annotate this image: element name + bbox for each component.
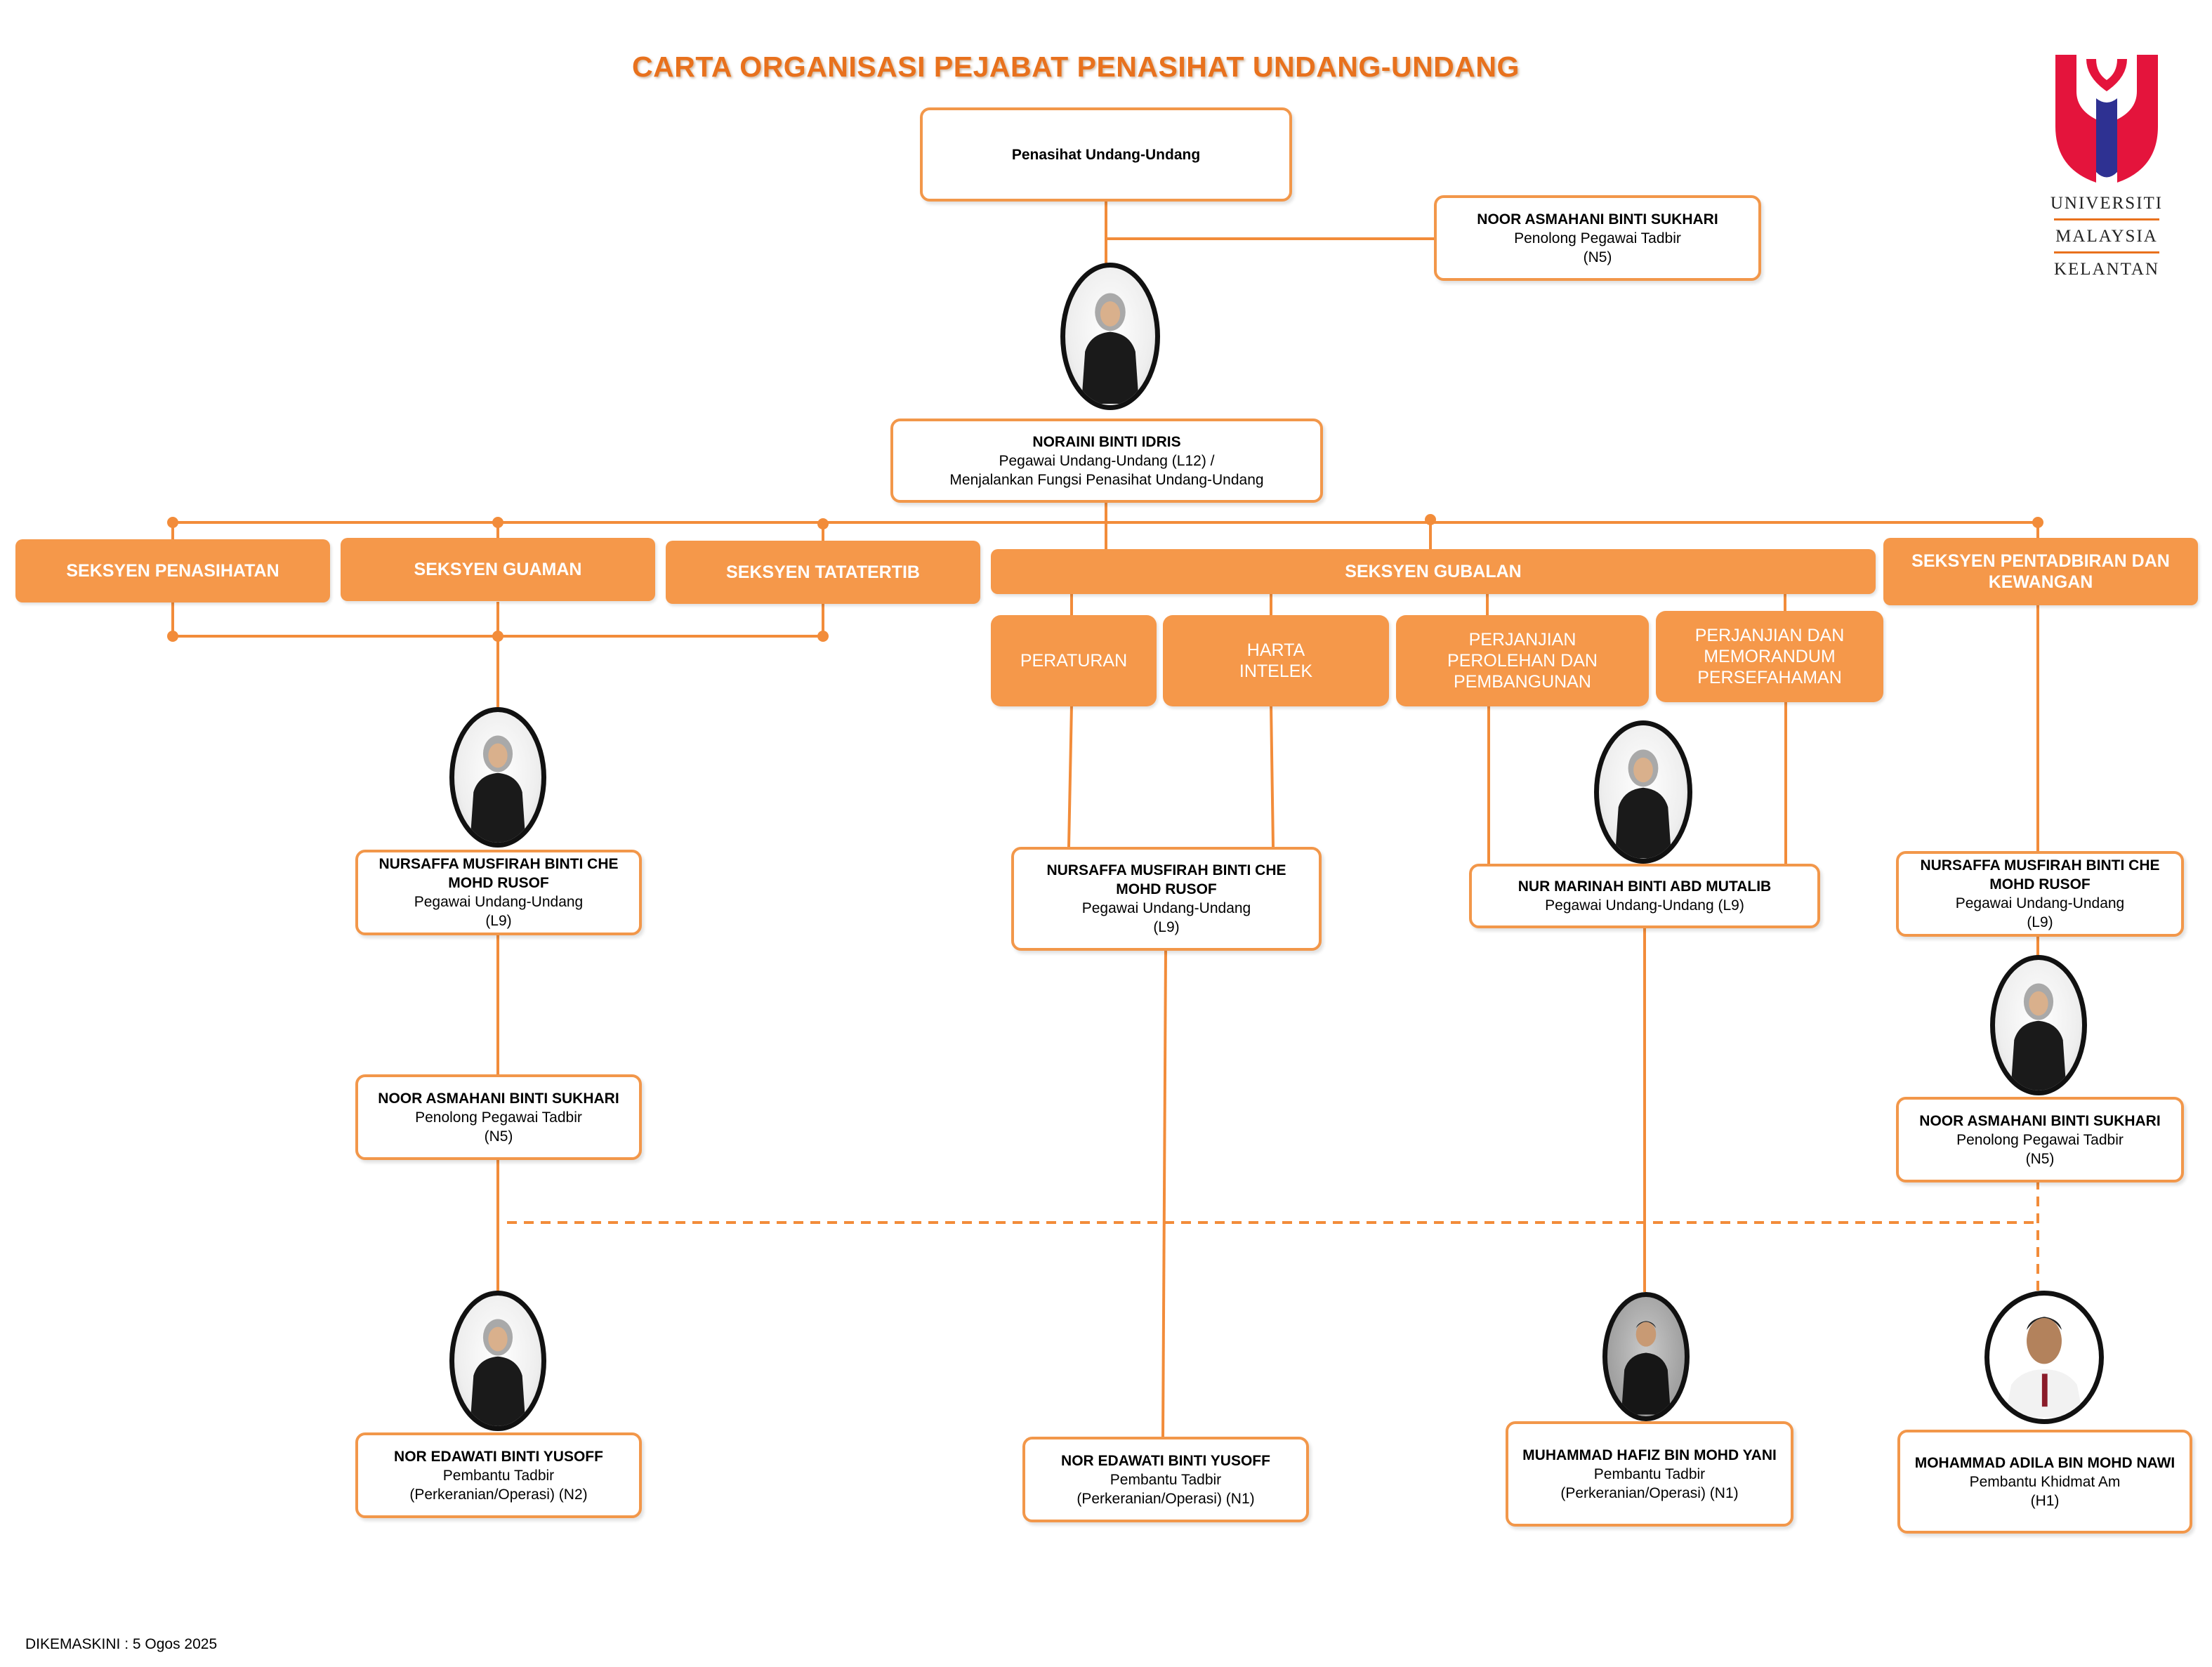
unit-perjanjian-memorandum[interactable]: PERJANJIAN DAN MEMORANDUM PERSEFAHAMAN [1656,611,1883,702]
staff-name: NURSAFFA MUSFIRAH BINTI CHE MOHD RUSOF [1046,862,1286,897]
staff-position: Penolong Pegawai Tadbir [415,1109,582,1126]
staff-grade: (L9) [485,913,512,929]
male-portrait-icon [2004,1317,2084,1418]
unit-perjanjian-perolehan[interactable]: PERJANJIAN PEROLEHAN DAN PEMBANGUNAN [1396,615,1649,706]
staff-grade: (Perkeranian/Operasi) (N1) [1560,1484,1739,1501]
staff-grade: (N5) [1583,249,1612,265]
photo-left-officer [449,707,546,848]
unit-harta-intelek[interactable]: HARTA INTELEK [1163,615,1389,706]
node-right-officer[interactable]: NURSAFFA MUSFIRAH BINTI CHE MOHD RUSOF P… [1896,851,2184,937]
staff-position: Pembantu Tadbir [442,1467,555,1484]
node-adila[interactable]: MOHAMMAD ADILA BIN MOHD NAWI Pembantu Kh… [1897,1430,2192,1534]
node-mid-clerk[interactable]: NOR EDAWATI BINTI YUSOFF Pembantu Tadbir… [1022,1437,1309,1522]
section-pentadbiran-kewangan[interactable]: SEKSYEN PENTADBIRAN DAN KEWANGAN [1883,538,2198,605]
photo-adila [1984,1291,2104,1424]
staff-position: Pembantu Tadbir [1110,1471,1222,1488]
connector [1270,704,1275,848]
umk-emblem-icon [2055,55,2158,183]
section-penasihatan[interactable]: SEKSYEN PENASIHATAN [15,539,330,602]
updated-date: DIKEMASKINI : 5 Ogos 2025 [25,1636,218,1652]
node-penasihat-undang-undang[interactable]: Penasihat Undang-Undang [920,107,1292,202]
node-head[interactable]: NORAINI BINTI IDRIS Pegawai Undang-Undan… [890,419,1323,503]
staff-grade: (L9) [2027,914,2053,930]
staff-grade: (Perkeranian/Operasi) (N1) [1077,1490,1255,1507]
staff-name: MOHAMMAD ADILA BIN MOHD NAWI [1914,1454,2175,1471]
junction-dot [167,517,178,528]
staff-position: Penolong Pegawai Tadbir [1956,1131,2124,1148]
logo-text-kelantan: KELANTAN [2053,260,2160,279]
section-gubalan[interactable]: SEKSYEN GUBALAN [991,549,1876,594]
section-tatatertib[interactable]: SEKSYEN TATATERTIB [666,541,980,604]
staff-grade: (N5) [484,1128,513,1145]
junction-dot [817,631,829,642]
staff-position: Pegawai Undang-Undang [1081,900,1251,916]
photo-marinah [1594,720,1692,864]
staff-role: Menjalankan Fungsi Penasihat Undang-Unda… [949,471,1264,488]
junction-dot [167,631,178,642]
staff-position: Pembantu Tadbir [1593,1465,1706,1482]
staff-grade: (L9) [1153,919,1180,935]
photo-hafiz [1602,1292,1690,1421]
node-left-clerk[interactable]: NOR EDAWATI BINTI YUSOFF Pembantu Tadbir… [355,1432,642,1518]
staff-name: NURSAFFA MUSFIRAH BINTI CHE MOHD RUSOF [1920,857,2160,892]
section-guaman[interactable]: SEKSYEN GUAMAN [341,538,655,601]
female-portrait-icon [1614,749,1672,859]
staff-name: NOR EDAWATI BINTI YUSOFF [1061,1452,1270,1469]
staff-position: Pembantu Khidmat Am [1969,1473,2121,1490]
photo-head [1060,263,1160,410]
staff-position: Pegawai Undang-Undang [1955,895,2125,911]
staff-position: Pegawai Undang-Undang [414,894,584,910]
female-portrait-icon [1081,293,1139,404]
junction-dot [1425,514,1436,525]
male-portrait-icon [1621,1321,1671,1415]
node-left-officer[interactable]: NURSAFFA MUSFIRAH BINTI CHE MOHD RUSOF P… [355,850,642,935]
staff-position: Pegawai Undang-Undang (L12) / [999,452,1215,469]
female-portrait-icon [470,735,526,843]
staff-position: Penolong Pegawai Tadbir [1514,230,1681,246]
staff-name: NURSAFFA MUSFIRAH BINTI CHE MOHD RUSOF [378,856,619,891]
staff-name: NUR MARINAH BINTI ABD MUTALIB [1518,878,1772,895]
female-portrait-icon [470,1319,526,1426]
junction-dot [2032,517,2043,528]
photo-left-clerk [449,1291,546,1431]
node-mid-officer[interactable]: NURSAFFA MUSFIRAH BINTI CHE MOHD RUSOF P… [1011,847,1322,951]
photo-right-assistant [1990,955,2087,1095]
node-marinah[interactable]: NUR MARINAH BINTI ABD MUTALIB Pegawai Un… [1469,864,1820,928]
staff-name: NOOR ASMAHANI BINTI SUKHARI [1477,211,1718,228]
node-right-assistant[interactable]: NOOR ASMAHANI BINTI SUKHARI Penolong Peg… [1896,1097,2184,1182]
staff-grade: (N5) [2025,1150,2055,1167]
connector [1161,950,1167,1438]
node-left-assistant[interactable]: NOOR ASMAHANI BINTI SUKHARI Penolong Peg… [355,1074,642,1160]
female-portrait-icon [2010,983,2067,1091]
node-hafiz[interactable]: MUHAMMAD HAFIZ BIN MOHD YANI Pembantu Ta… [1506,1421,1793,1527]
logo-divider [2054,251,2159,253]
connector [1067,704,1073,848]
unit-peraturan[interactable]: PERATURAN [991,615,1157,706]
staff-name: NOOR ASMAHANI BINTI SUKHARI [378,1090,619,1107]
logo-text-universiti: UNIVERSITI [2050,194,2164,213]
logo-text-malaysia: MALAYSIA [2055,227,2158,246]
staff-name: NOR EDAWATI BINTI YUSOFF [394,1448,603,1465]
junction-dot [817,518,829,529]
staff-position: Pegawai Undang-Undang (L9) [1545,897,1744,914]
node-title: Penasihat Undang-Undang [1011,146,1201,163]
staff-name: NOOR ASMAHANI BINTI SUKHARI [1919,1112,2161,1129]
staff-name: MUHAMMAD HAFIZ BIN MOHD YANI [1522,1447,1777,1463]
junction-dot [492,517,503,528]
junction-dot [492,631,503,642]
umk-logo: UNIVERSITI MALAYSIA KELANTAN [2047,49,2166,288]
logo-divider [2054,218,2159,220]
node-secretary[interactable]: NOOR ASMAHANI BINTI SUKHARI Penolong Peg… [1434,195,1761,281]
staff-grade: (Perkeranian/Operasi) (N2) [409,1486,588,1503]
staff-name: NORAINI BINTI IDRIS [1032,433,1181,450]
staff-grade: (H1) [2030,1492,2060,1509]
chart-title: CARTA ORGANISASI PEJABAT PENASIHAT UNDAN… [632,51,1520,83]
